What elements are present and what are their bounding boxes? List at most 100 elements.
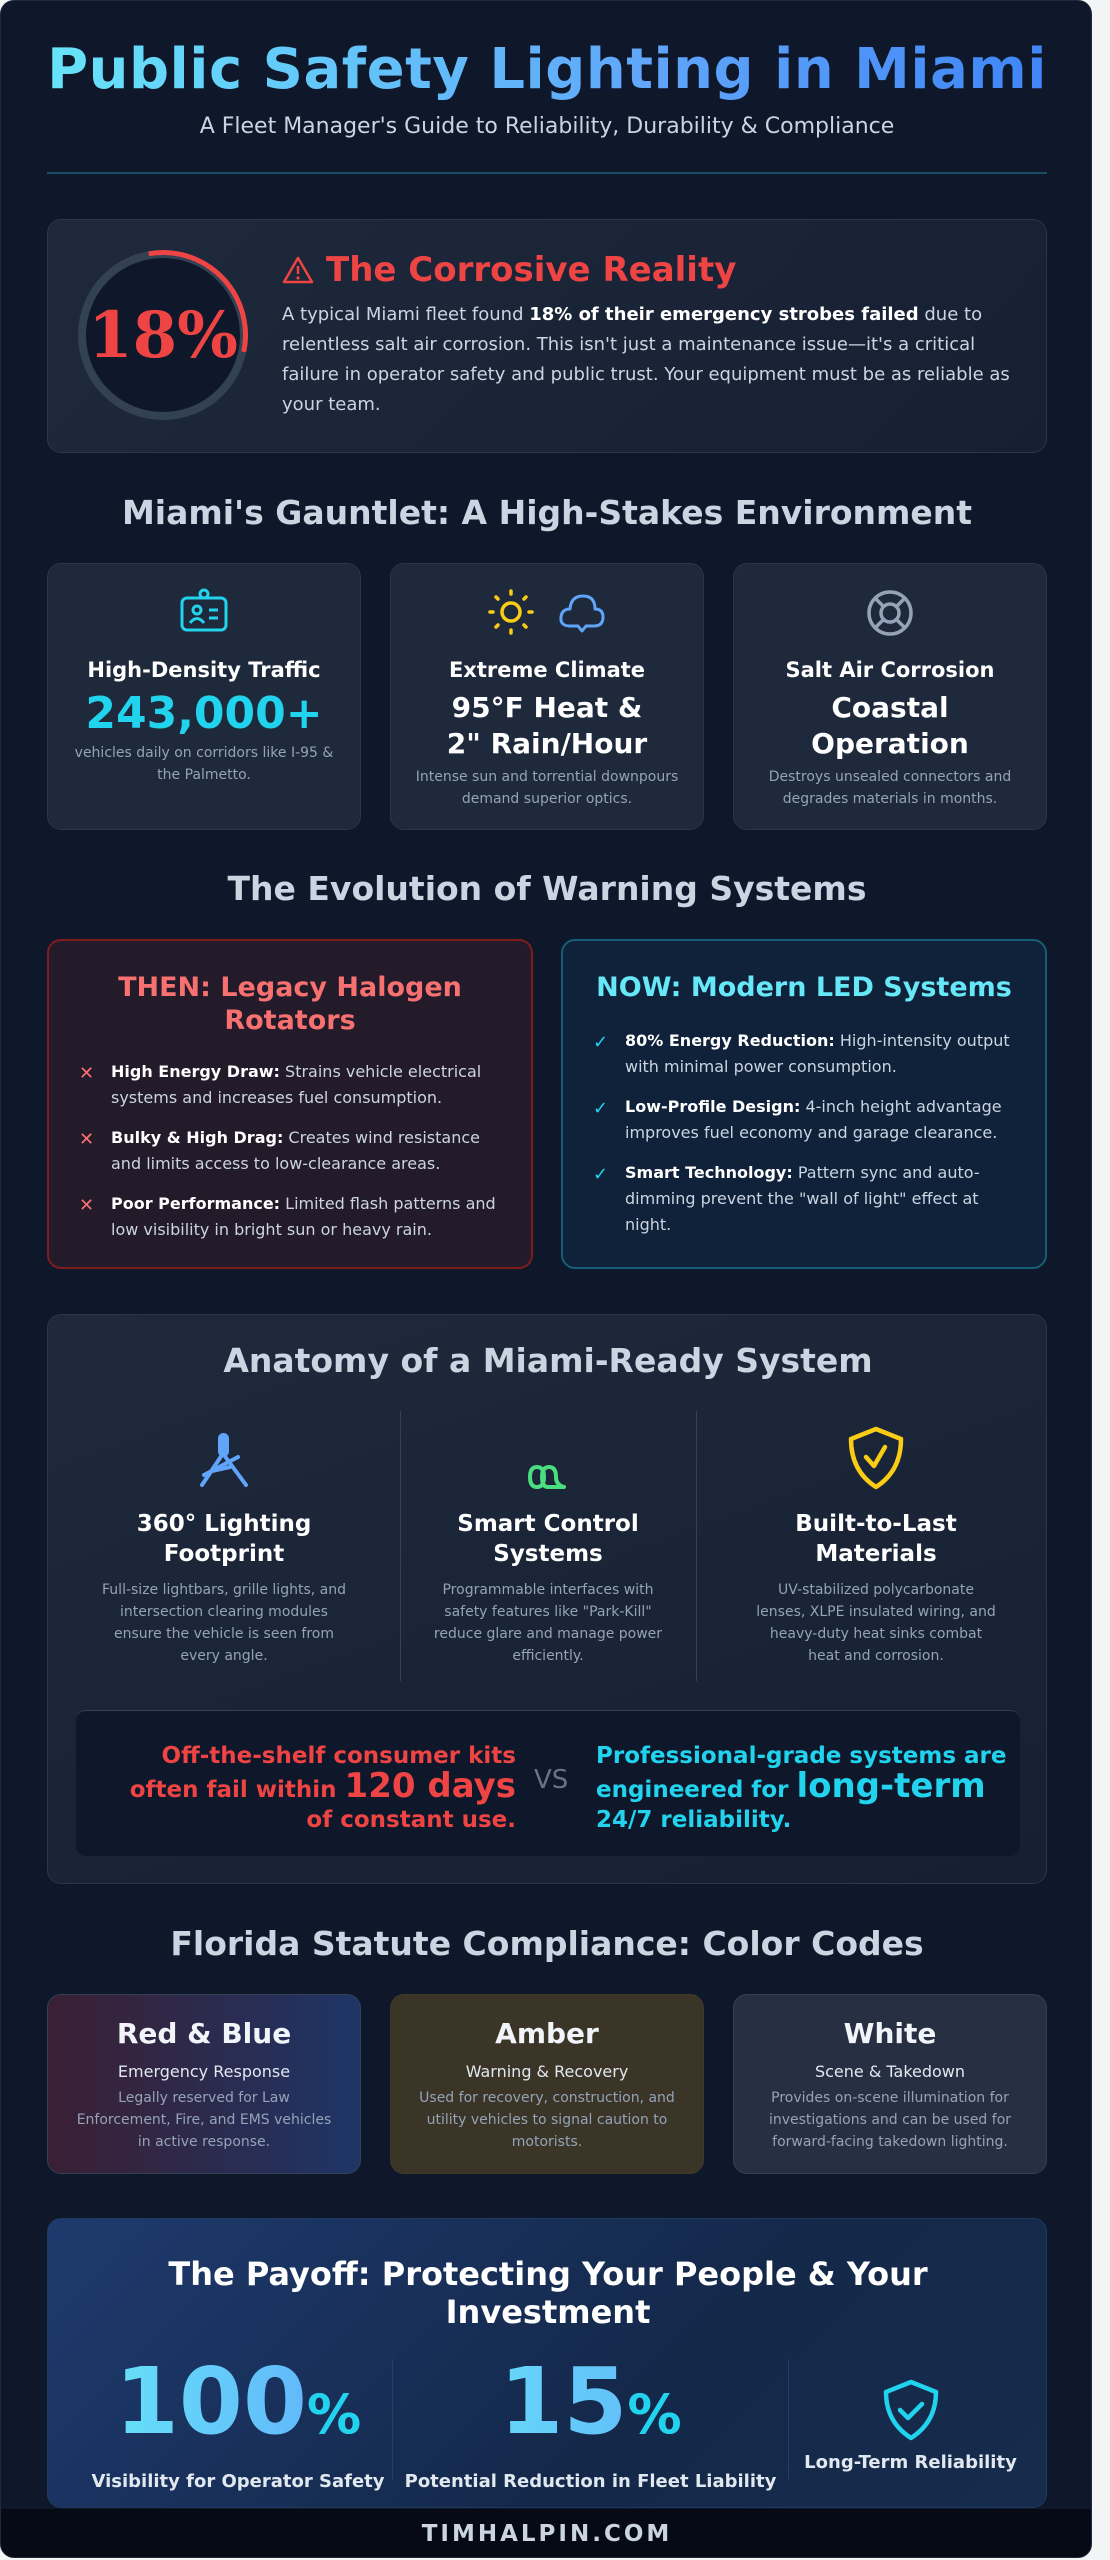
anatomy-col-lighting: 360° Lighting Footprint Full-size lightb… [76, 1407, 372, 1677]
right-pre: Professional-grade systems are engineere… [596, 1743, 1007, 1803]
payoff-stat-label: Visibility for Operator Safety [91, 2471, 385, 2492]
list-item: ✕ Bulky & High Drag: Creates wind resista… [79, 1125, 501, 1177]
anatomy-col-desc: UV-stabilized polycarbonate lenses, XLPE… [756, 1582, 996, 1664]
check-mark-icon: ✓ [593, 1164, 609, 1185]
left-post: of constant use. [306, 1807, 516, 1833]
stat-number: 15 [499, 2348, 628, 2455]
payoff-card: The Payoff: Protecting Your People & You… [47, 2218, 1047, 2508]
shield-check-icon [883, 2379, 938, 2441]
payoff-stat-label: Long-Term Reliability [804, 2452, 1017, 2473]
payoff-stat-number: 15% [393, 2354, 788, 2463]
lighthouse-beam-icon [200, 1433, 248, 1487]
then-list: ✕High Energy Draw: Strains vehicle elect… [49, 1059, 531, 1243]
color-code-subtitle: Scene & Takedown [814, 2062, 966, 2081]
now-list: ✓80% Energy Reduction: High-intensity ou… [563, 1028, 1045, 1238]
anatomy-col-desc: Full-size lightbars, grille lights, and … [102, 1582, 346, 1664]
vs-label: VS [534, 1765, 569, 1795]
list-item: ✓80% Energy Reduction: High-intensity ou… [593, 1028, 1015, 1080]
corrosive-body-bold: 18% of their emergency strobes failed [529, 304, 919, 325]
gauntlet-card-traffic: High-Density Traffic 243,000+ vehicles d… [47, 563, 361, 830]
gauntlet-heading: Miami's Gauntlet: A High-Stakes Environm… [121, 493, 973, 532]
stat-ring: 18% [78, 250, 248, 420]
color-code-card-red-blue: Red & Blue Emergency Response Legally re… [47, 1994, 361, 2174]
color-code-title: Red & Blue [116, 2017, 292, 2050]
anatomy-col-desc: Programmable interfaces with safety feat… [433, 1582, 663, 1664]
right-emphasis: long-term [796, 1766, 986, 1806]
column-divider [400, 1411, 401, 1681]
payoff-stat-liability: 15% Potential Reduction in Fleet Liabili… [393, 2354, 788, 2492]
stat-value: 18% [88, 297, 238, 373]
stat-unit: % [306, 2383, 362, 2446]
x-mark-icon: ✕ [79, 1129, 95, 1150]
corrosive-heading: The Corrosive Reality [282, 250, 736, 290]
color-code-desc: Used for recovery, construction, and uti… [419, 2090, 675, 2150]
color-code-title: Amber [495, 2017, 599, 2050]
footer-site-link[interactable]: TIMHALPIN.COM [1, 2509, 1091, 2557]
professional-statement: Professional-grade systems are engineere… [596, 1741, 1016, 1835]
item-text: Creates wind resistance and limits acces… [111, 1128, 480, 1173]
payoff-stat-visibility: 100% Visibility for Operator Safety [68, 2354, 408, 2492]
column-divider [788, 2359, 789, 2479]
evolution-heading: The Evolution of Warning Systems [227, 869, 867, 908]
anatomy-col-materials: Built-to-Last Materials UV-stabilized po… [728, 1407, 1024, 1677]
gauntlet-card-value: 95°F Heat & 2" Rain/Hour [446, 691, 648, 760]
anatomy-col-control: Smart Control Systems Programmable inter… [400, 1407, 696, 1677]
item-bold: Bulky & High Drag: [111, 1128, 284, 1147]
corrosive-body: A typical Miami fleet found 18% of their… [282, 300, 1022, 420]
payoff-heading: The Payoff: Protecting Your People & You… [168, 2255, 928, 2331]
anatomy-heading: Anatomy of a Miami-Ready System [223, 1341, 873, 1380]
x-mark-icon: ✕ [79, 1195, 95, 1216]
corrosive-body-pre: A typical Miami fleet found [282, 304, 530, 325]
header-divider [47, 172, 1047, 174]
stat-number: 100 [114, 2348, 307, 2455]
item-text: Strains vehicle electrical systems and i… [111, 1062, 482, 1107]
column-divider [696, 1411, 697, 1681]
color-code-card-amber: Amber Warning & Recovery Used for recove… [390, 1994, 704, 2174]
gauntlet-card-value: Coastal Operation [811, 691, 969, 760]
stat-unit: % [627, 2383, 682, 2446]
anatomy-col-title: Smart Control Systems [457, 1511, 639, 1567]
column-divider [392, 2359, 393, 2479]
shield-check-icon [848, 1426, 904, 1490]
corrosive-reality-card: 18% The Corrosive Reality A typical Miam… [47, 219, 1047, 453]
sun-icon [488, 589, 534, 635]
color-code-desc: Provides on-scene illumination for inves… [768, 2090, 1012, 2150]
corrosive-heading-text: The Corrosive Reality [326, 250, 737, 290]
id-badge-icon [180, 588, 228, 632]
color-code-card-white: White Scene & Takedown Provides on-scene… [733, 1994, 1047, 2174]
color-code-title: White [843, 2017, 937, 2050]
control-knob-icon [527, 1464, 566, 1490]
payoff-stat-number: 100% [68, 2354, 408, 2463]
item-bold: Low-Profile Design: [625, 1097, 801, 1116]
gauntlet-card-value: 243,000+ [85, 688, 323, 739]
left-emphasis: 120 days [344, 1766, 516, 1806]
item-text: Limited flash patterns and low visibilit… [111, 1194, 496, 1239]
anatomy-card: Anatomy of a Miami-Ready System 360° Lig… [47, 1314, 1047, 1884]
gauntlet-card-title: Salt Air Corrosion [785, 658, 995, 682]
consumer-kit-statement: Off-the-shelf consumer kits often fail w… [96, 1741, 516, 1835]
then-card: THEN: Legacy Halogen Rotators ✕High Ener… [47, 939, 533, 1269]
page-subtitle: A Fleet Manager's Guide to Reliability, … [199, 114, 895, 139]
gauntlet-card-climate: Extreme Climate 95°F Heat & 2" Rain/Hour… [390, 563, 704, 830]
item-text: High-intensity output with minimal power… [625, 1031, 1010, 1076]
left-pre: Off-the-shelf consumer kits often fail w… [129, 1743, 516, 1803]
comparison-banner: Off-the-shelf consumer kits often fail w… [76, 1710, 1020, 1856]
gauntlet-card-desc: Destroys unsealed connectors and degrade… [768, 769, 1012, 807]
color-code-desc: Legally reserved for Law Enforcement, Fi… [76, 2090, 332, 2150]
corrosive-body-post: due to relentless salt air corrosion. Th… [282, 304, 1010, 415]
anatomy-col-title: Built-to-Last Materials [795, 1511, 957, 1567]
right-post: 24/7 reliability. [596, 1807, 792, 1833]
x-mark-icon: ✕ [79, 1063, 95, 1084]
now-card: NOW: Modern LED Systems ✓80% Energy Redu… [561, 939, 1047, 1269]
then-title: THEN: Legacy Halogen Rotators [118, 972, 462, 1036]
list-item: ✓Smart Technology: Pattern sync and auto… [593, 1160, 1015, 1238]
list-item: ✕ Poor Performance: Limited flash pattern… [79, 1191, 501, 1243]
now-title: NOW: Modern LED Systems [596, 972, 1012, 1003]
item-bold: Poor Performance: [111, 1194, 281, 1213]
gauntlet-card-desc: Intense sun and torrential downpours dem… [415, 769, 679, 807]
payoff-stat-label: Potential Reduction in Fleet Liability [404, 2471, 777, 2492]
check-mark-icon: ✓ [593, 1032, 609, 1053]
color-code-subtitle: Warning & Recovery [465, 2062, 629, 2081]
gauntlet-card-title: High-Density Traffic [87, 658, 321, 682]
